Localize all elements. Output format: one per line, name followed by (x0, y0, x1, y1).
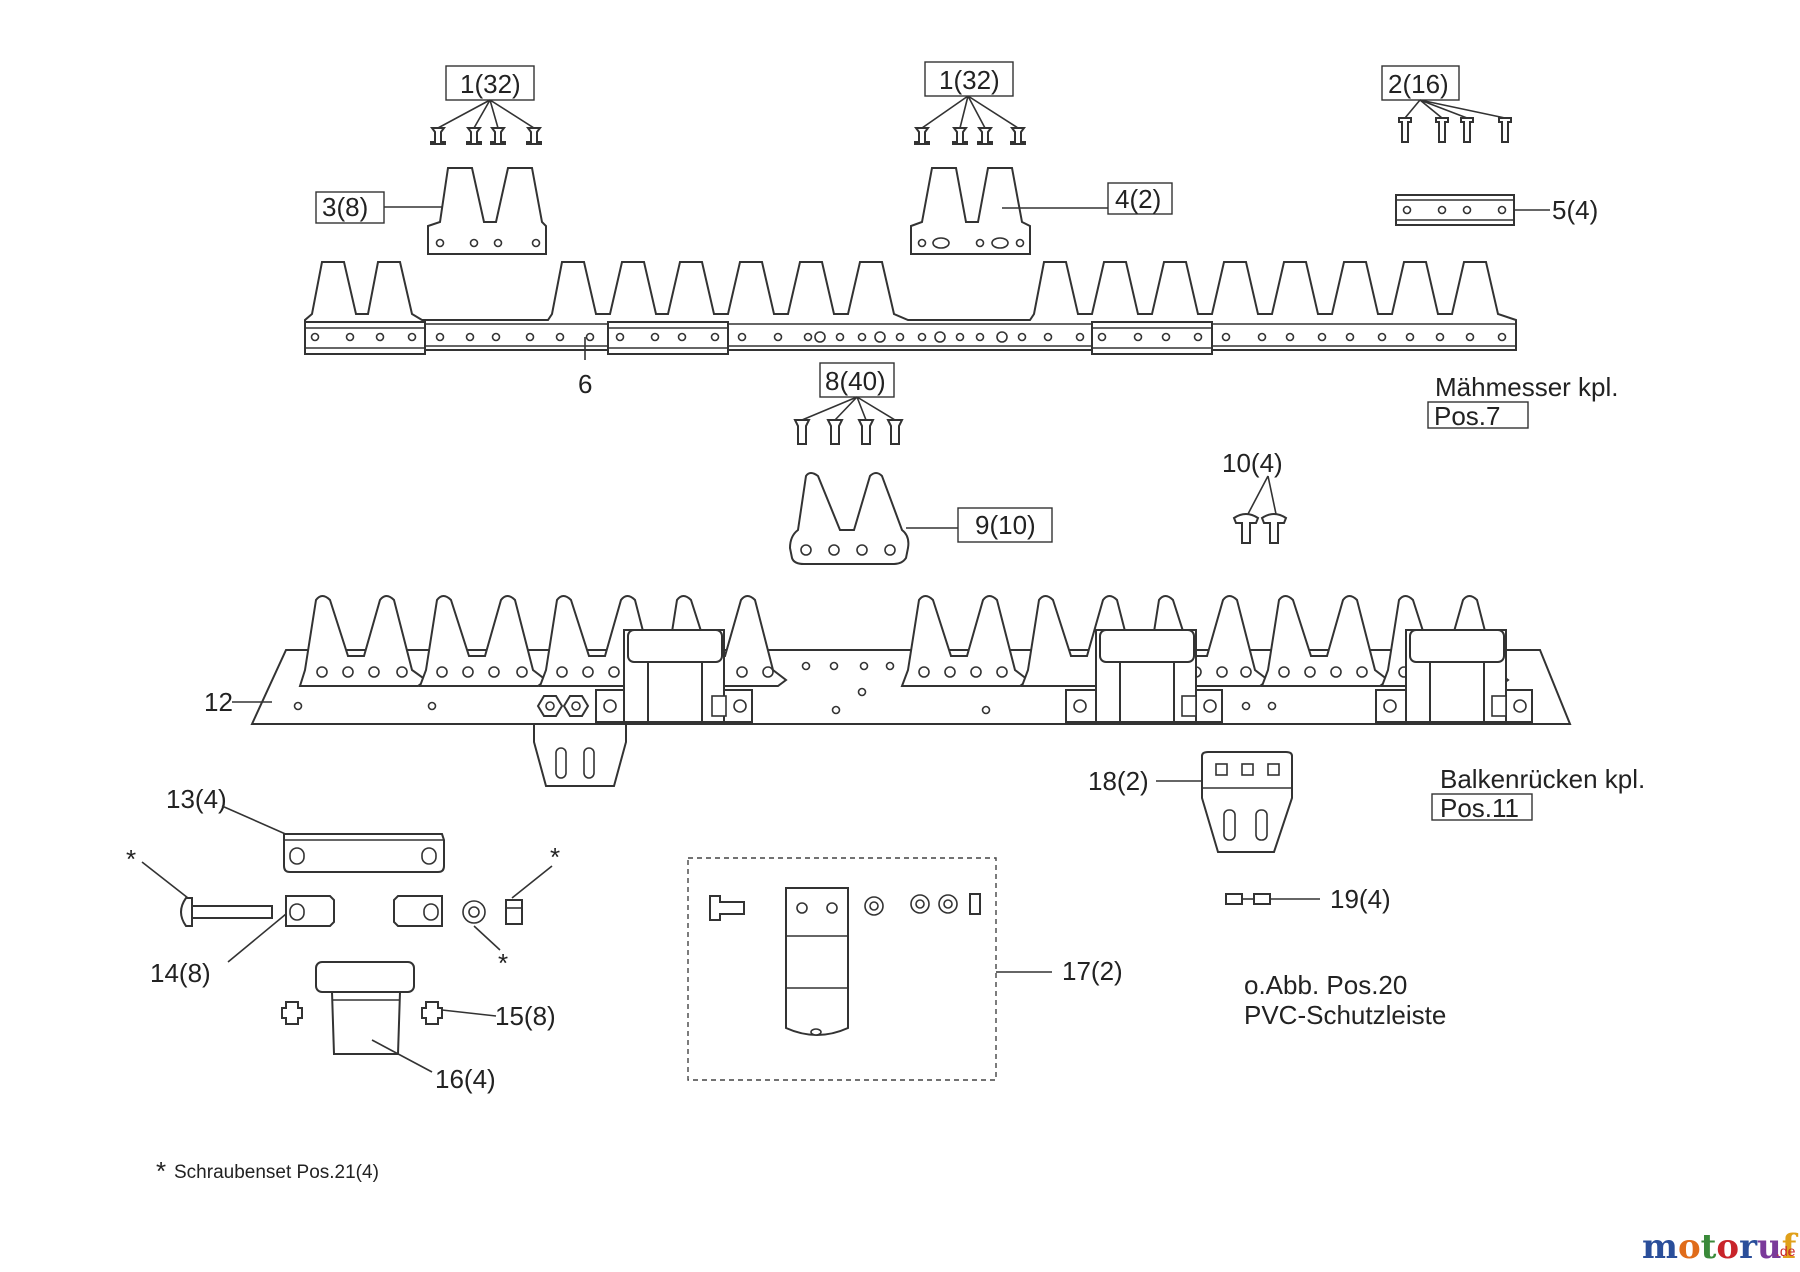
footnote-star: * (156, 1156, 166, 1186)
label-p9: 9(10) (975, 510, 1036, 540)
bracket-18: 18(2) (1088, 751, 1293, 853)
watermark-letter: o (1716, 1227, 1739, 1267)
label-p13: 13(4) (166, 784, 227, 814)
watermark-letter: m (1642, 1227, 1678, 1267)
label-p2: 2(16) (1388, 69, 1449, 99)
knife-holder-16: 15(8) 16(4) (281, 961, 556, 1094)
knife-section-4: 4(2) (910, 167, 1173, 255)
plate-13: 13(4) (166, 784, 445, 873)
label-p1a: 1(32) (460, 69, 521, 99)
watermark-letter: f (1782, 1227, 1799, 1267)
watermark-letter: u (1757, 1227, 1782, 1267)
label-p5: 5(4) (1552, 195, 1598, 225)
cutter-bar-assembly: 12 (204, 595, 1572, 787)
label-p16: 16(4) (435, 1064, 496, 1094)
guard-section-9: 9(10) (788, 472, 1053, 565)
bar-holes (293, 687, 1277, 715)
assembly-bar-title: Balkenrücken kpl. (1440, 764, 1645, 794)
assembly-knife-pos: Pos.7 (1434, 401, 1501, 431)
assembly-knife-title: Mähmesser kpl. (1435, 372, 1619, 402)
label-box-p4 (1107, 182, 1173, 215)
footnote-text: Schraubenset Pos.21(4) (174, 1162, 379, 1183)
label-p14: 14(8) (150, 958, 211, 988)
assembly-bar-pos-box (1431, 793, 1533, 821)
star-mark-3: * (498, 948, 508, 978)
assembly-label-bar: Balkenrücken kpl. Pos.11 (1431, 764, 1645, 823)
kit-17-frame (687, 857, 997, 1081)
assembly-knife-pos-box (1427, 401, 1529, 429)
label-box-p9 (957, 507, 1053, 543)
knife-holder-icon (595, 629, 1533, 723)
note-line-1: o.Abb. Pos.20 (1244, 970, 1407, 1000)
label-p6: 6 (578, 369, 592, 399)
assembly-bar-pos: Pos.11 (1440, 793, 1519, 823)
label-p8: 8(40) (825, 366, 886, 396)
carriage-bolt-14: * 14(8) * * (126, 842, 560, 988)
watermark-logo: motoruf .de (1642, 1227, 1799, 1267)
watermark-letter: t (1701, 1227, 1717, 1267)
rivet-group-8: 8(40) (793, 362, 904, 445)
note-pos-20: o.Abb. Pos.20 PVC-Schutzleiste (1244, 970, 1446, 1030)
star-mark-2: * (550, 842, 560, 872)
label-p12: 12 (204, 687, 233, 717)
watermark-letter: r (1739, 1227, 1758, 1267)
nut-icon (536, 695, 590, 717)
watermark-letter: o (1678, 1227, 1701, 1267)
knife-section-3: 3(8) (315, 167, 547, 255)
label-p18: 18(2) (1088, 766, 1149, 796)
note-line-2: PVC-Schutzleiste (1244, 1000, 1446, 1030)
label-p17: 17(2) (1062, 956, 1123, 986)
footnote: * Schraubenset Pos.21(4) (156, 1156, 379, 1186)
screw-icon (914, 127, 1026, 145)
screw-group-1-left: 1(32) (430, 65, 542, 145)
screw-icon (1398, 117, 1512, 143)
label-p4: 4(2) (1115, 184, 1161, 214)
rivet-holes (310, 331, 1507, 343)
screw-group-2: 2(16) (1381, 65, 1512, 143)
label-p15: 15(8) (495, 1001, 556, 1031)
bolt-group-10: 10(4) (1222, 448, 1288, 544)
assembly-label-knife: Mähmesser kpl. Pos.7 (1427, 372, 1619, 431)
label-p10: 10(4) (1222, 448, 1283, 478)
screw-icon (281, 1001, 443, 1025)
kit-17: 17(2) (687, 857, 1123, 1081)
label-p3: 3(8) (322, 192, 368, 222)
clip-strip-5: 5(4) (1395, 194, 1598, 226)
watermark-suffix: .de (1776, 1243, 1796, 1259)
mower-knife-assembly: 6 (304, 261, 1517, 399)
star-mark-1: * (126, 844, 136, 874)
screw-icon (430, 127, 542, 145)
rivet-icon (793, 419, 904, 445)
screw-group-1-middle: 1(32) (914, 61, 1026, 145)
nut-set-19: 19(4) (1225, 884, 1391, 914)
watermark-text: motoruf (1642, 1227, 1799, 1267)
label-p1b: 1(32) (939, 65, 1000, 95)
label-p19: 19(4) (1330, 884, 1391, 914)
